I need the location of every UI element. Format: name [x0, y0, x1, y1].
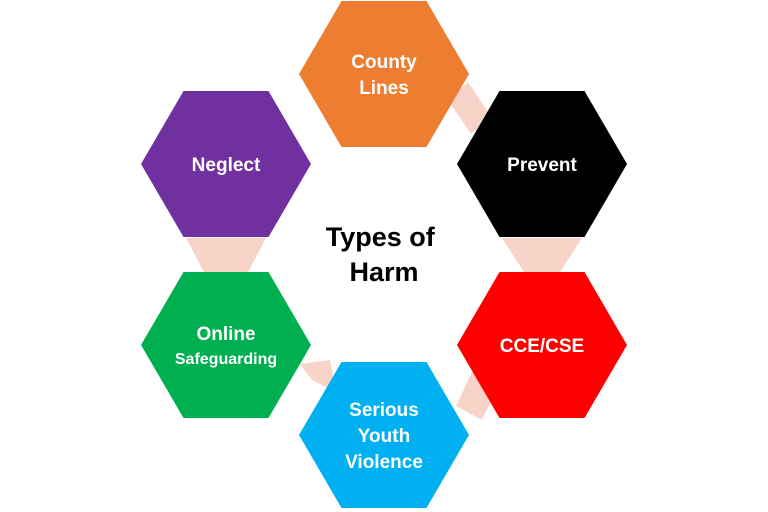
connector-5 — [186, 238, 266, 272]
hexagon-label-prevent: Prevent — [507, 155, 577, 176]
hexagon-label-neglect: Neglect — [192, 155, 261, 176]
hexagon-label-line: Prevent — [507, 155, 577, 176]
hexagon-neglect: Neglect — [141, 91, 311, 237]
center-title: Types of Harm — [326, 222, 443, 287]
hexagon-label-line: Youth — [358, 426, 410, 447]
hexagon-cce-cse: CCE/CSE — [457, 272, 627, 418]
hexagon-shape-online-safeguarding — [141, 272, 311, 418]
hexagon-shape-prevent — [457, 91, 627, 237]
hexagon-label-line: Violence — [345, 452, 423, 473]
connector-4 — [300, 360, 336, 392]
hexagon-shape-county-lines — [299, 1, 469, 147]
hexagon-label-cce-cse: CCE/CSE — [500, 336, 584, 357]
hexagon-label-line: Neglect — [192, 155, 261, 176]
hexagon-prevent: Prevent — [457, 91, 627, 237]
hexagon-shape-cce-cse — [457, 272, 627, 418]
hexagon-label-line: Lines — [359, 78, 409, 99]
hexagon-label-line: Serious — [349, 400, 419, 421]
hexagon-label-line: County — [351, 52, 417, 73]
center-title-line-2: Harm — [349, 257, 418, 287]
hexagon-label-line: CCE/CSE — [500, 336, 584, 357]
hexagon-label-line: Safeguarding — [175, 351, 277, 368]
hexagon-label-line: Online — [196, 324, 255, 345]
center-title-line-1: Types of — [326, 222, 436, 252]
connector-2 — [502, 238, 582, 272]
hexagon-shape-neglect — [141, 91, 311, 237]
connector-1 — [448, 82, 492, 134]
hexagon-shape-serious-youth-violence — [299, 362, 469, 508]
connectors — [186, 82, 582, 420]
